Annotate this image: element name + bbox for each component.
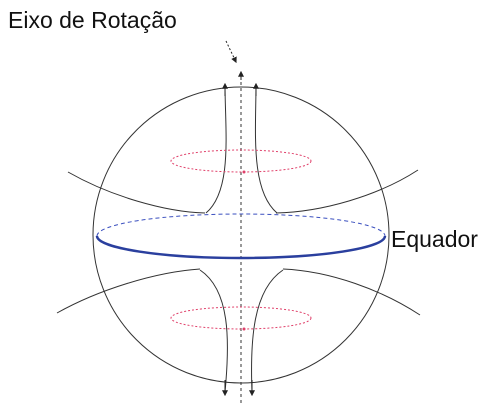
inner-field-line-upper-right <box>254 83 278 214</box>
outer-field-line-upper-left <box>67 171 206 214</box>
lower-field-loop <box>170 306 312 330</box>
outer-field-line-upper-right <box>275 169 419 214</box>
equator-back-dashed <box>96 213 386 237</box>
inner-field-line-upper-left <box>205 83 227 214</box>
outer-field-line-lower-right <box>282 268 421 316</box>
lower-field-loop-dot <box>242 327 246 331</box>
inner-field-line-lower-left <box>199 269 228 393</box>
equator-label: Equador <box>391 226 478 252</box>
inner-field-line-lower-right <box>251 269 284 393</box>
upper-field-loop <box>170 149 312 173</box>
label-pointer-line <box>225 40 237 64</box>
outer-field-line-lower-left <box>56 268 201 314</box>
rotation-axis-label: Eixo de Rotação <box>8 7 177 33</box>
equator-front <box>95 235 387 260</box>
upper-field-loop-dot <box>242 170 246 174</box>
